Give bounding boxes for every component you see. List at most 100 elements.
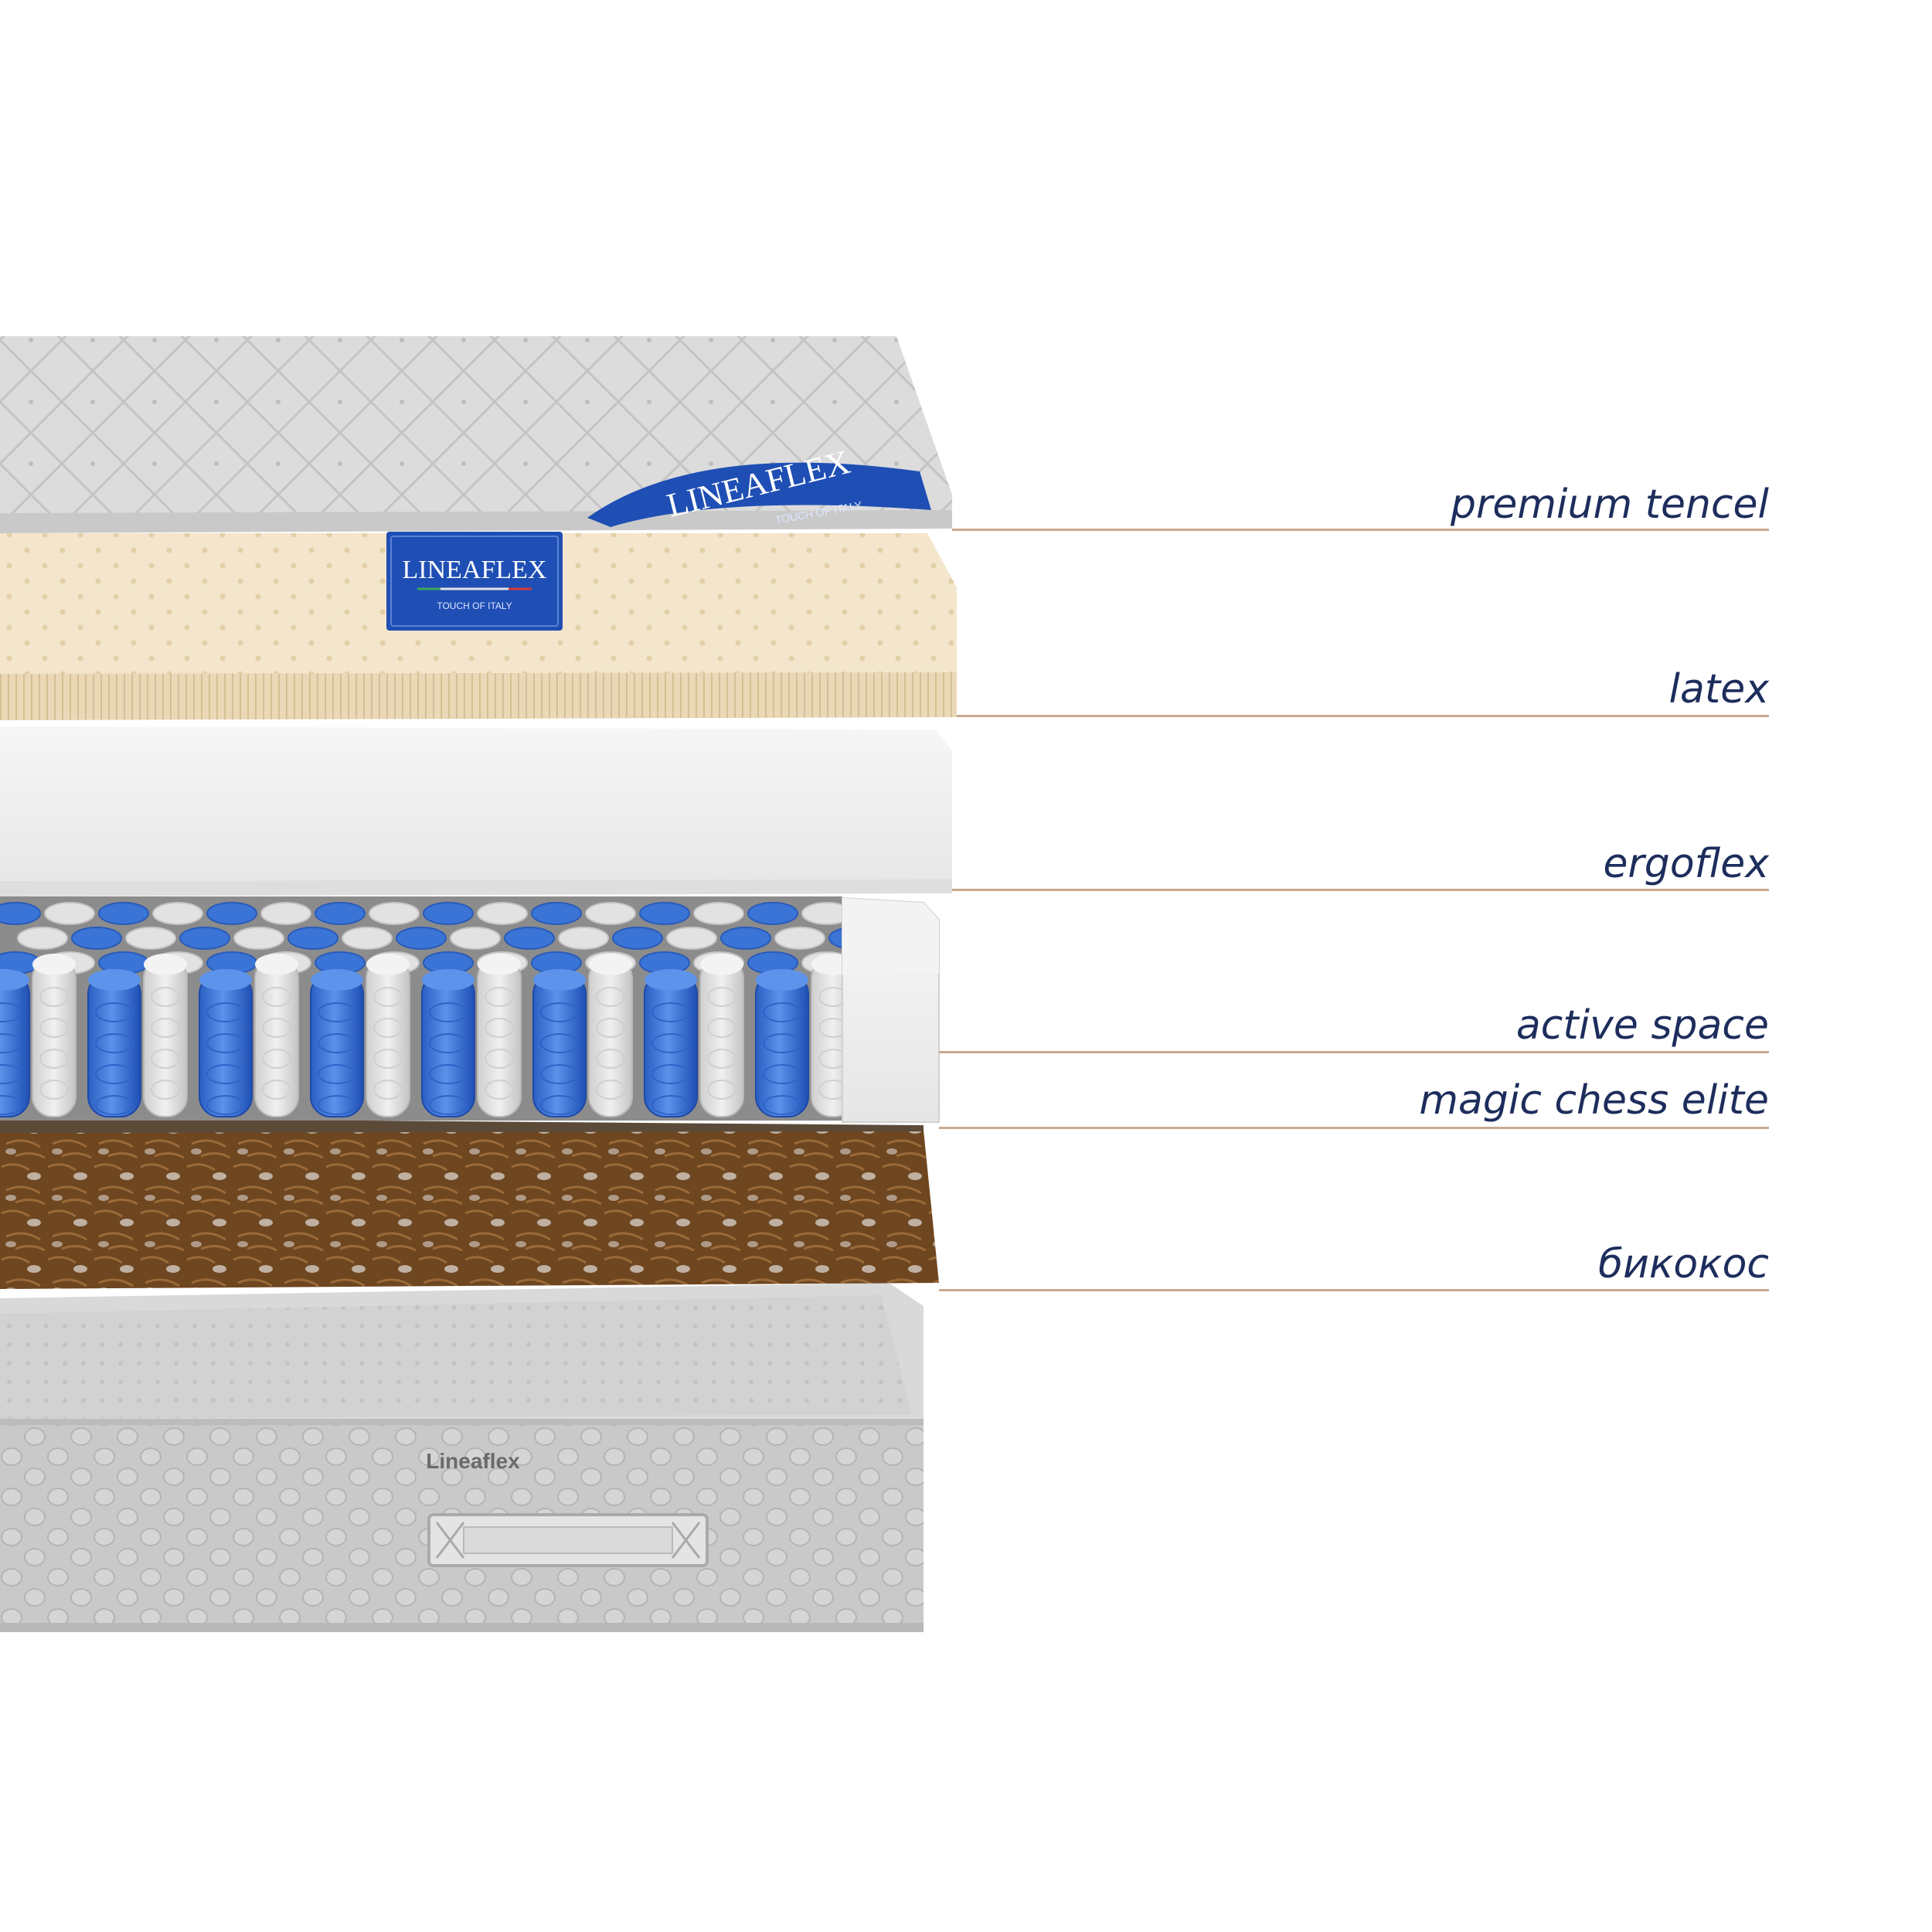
spring-top xyxy=(504,927,555,950)
spring-coil-mark xyxy=(151,1049,180,1069)
pocket-spring-cap xyxy=(533,969,586,991)
spring-top xyxy=(152,902,203,925)
spring-coil-mark xyxy=(0,1095,22,1115)
spring-coil-mark xyxy=(318,1095,356,1115)
spring-top xyxy=(639,902,690,925)
label-magic-chess-elite: magic chess elite xyxy=(1419,1077,1769,1124)
pocket-spring-cap xyxy=(645,969,697,991)
premium-tencel-layer: LINEAFLEX TOUCH OF ITALY LINEAFLEX TOUCH… xyxy=(0,336,952,631)
spring-coil-mark xyxy=(95,1064,134,1084)
pocket-spring-cap xyxy=(0,969,29,991)
spring-coil-mark xyxy=(540,1064,579,1084)
spring-coil-mark xyxy=(262,1080,291,1100)
spring-coil-mark xyxy=(540,1033,579,1053)
spring-coil-mark xyxy=(707,1080,736,1100)
spring-coil-mark xyxy=(707,1018,736,1038)
spring-coil-mark xyxy=(373,1018,403,1038)
pocket-springs xyxy=(0,902,879,1117)
spring-coil-mark xyxy=(318,1033,356,1053)
leader-line-latex xyxy=(957,715,1769,717)
label-bikokos: бикокос xyxy=(1598,1241,1769,1287)
spring-top xyxy=(206,902,257,925)
spring-top xyxy=(369,902,420,925)
bikokos-layer xyxy=(0,1117,939,1289)
brand-tag-sub: TOUCH OF ITALY xyxy=(437,600,512,611)
spring-coil-mark xyxy=(39,1080,69,1100)
label-premium-tencel: premium tencel xyxy=(1451,481,1769,528)
spring-coil-mark xyxy=(429,1064,468,1084)
pocket-spring-cap xyxy=(589,954,632,975)
spring-coil-mark xyxy=(373,1049,403,1069)
spring-top xyxy=(17,927,68,950)
leader-line-magic-chess-elite xyxy=(939,1127,1769,1129)
spring-top xyxy=(260,902,311,925)
spring-coil-mark xyxy=(485,1018,514,1038)
side-logo: Lineaflex xyxy=(426,1449,520,1473)
spring-top xyxy=(98,902,149,925)
spring-coil-mark xyxy=(206,1095,245,1115)
spring-coil-mark xyxy=(95,1033,134,1053)
spring-coil-mark xyxy=(763,1095,801,1115)
spring-coil-mark xyxy=(39,987,69,1007)
spring-coil-mark xyxy=(651,1002,690,1022)
leader-line-premium-tencel xyxy=(952,529,1769,531)
spring-coil-mark xyxy=(596,1080,625,1100)
spring-coil-mark xyxy=(95,1002,134,1022)
spring-unit xyxy=(0,896,940,1123)
spring-coil-mark xyxy=(485,1049,514,1069)
spring-top xyxy=(342,927,393,950)
spring-coil-mark xyxy=(763,1033,801,1053)
pocket-spring-cap xyxy=(88,969,141,991)
spring-top xyxy=(0,902,41,925)
spring-coil-mark xyxy=(540,1095,579,1115)
spring-top xyxy=(450,927,501,950)
spring-top xyxy=(233,927,284,950)
spring-coil-mark xyxy=(39,1018,69,1038)
spring-coil-mark xyxy=(485,1080,514,1100)
pocket-spring-cap xyxy=(32,954,76,975)
label-ergoflex: ergoflex xyxy=(1603,841,1769,887)
spring-top xyxy=(774,927,825,950)
spring-top xyxy=(315,902,366,925)
spring-top xyxy=(423,902,474,925)
spring-coil-mark xyxy=(596,987,625,1007)
spring-coil-mark xyxy=(651,1064,690,1084)
spring-coil-mark xyxy=(429,1095,468,1115)
spring-coil-mark xyxy=(151,987,180,1007)
spring-coil-mark xyxy=(707,1049,736,1069)
spring-top xyxy=(558,927,609,950)
pocket-spring-cap xyxy=(144,954,187,975)
pocket-spring-cap xyxy=(255,954,298,975)
spring-top xyxy=(71,927,122,950)
spring-top xyxy=(125,927,176,950)
spring-coil-mark xyxy=(373,1080,403,1100)
spring-coil-mark xyxy=(0,1033,22,1053)
pocket-spring-cap xyxy=(199,969,252,991)
label-active-space: active space xyxy=(1515,1002,1769,1049)
spring-coil-mark xyxy=(151,1080,180,1100)
spring-coil-mark xyxy=(0,1064,22,1084)
spring-coil-mark xyxy=(39,1049,69,1069)
spring-top xyxy=(179,927,230,950)
spring-coil-mark xyxy=(206,1002,245,1022)
spring-top xyxy=(531,902,582,925)
spring-coil-mark xyxy=(95,1095,134,1115)
spring-coil-mark xyxy=(262,1049,291,1069)
spring-top xyxy=(693,902,744,925)
pocket-spring-cap xyxy=(311,969,363,991)
spring-coil-mark xyxy=(429,1002,468,1022)
leader-line-ergoflex xyxy=(952,889,1769,891)
spring-coil-mark xyxy=(596,1049,625,1069)
spring-top xyxy=(747,902,798,925)
spring-coil-mark xyxy=(596,1018,625,1038)
spring-top xyxy=(666,927,717,950)
brand-tag: LINEAFLEX TOUCH OF ITALY xyxy=(386,532,563,631)
spring-coil-mark xyxy=(763,1002,801,1022)
pocket-spring-cap xyxy=(478,954,521,975)
spring-top xyxy=(396,927,447,950)
pocket-spring-cap xyxy=(700,954,743,975)
spring-coil-mark xyxy=(262,1018,291,1038)
pocket-spring-cap xyxy=(366,954,410,975)
